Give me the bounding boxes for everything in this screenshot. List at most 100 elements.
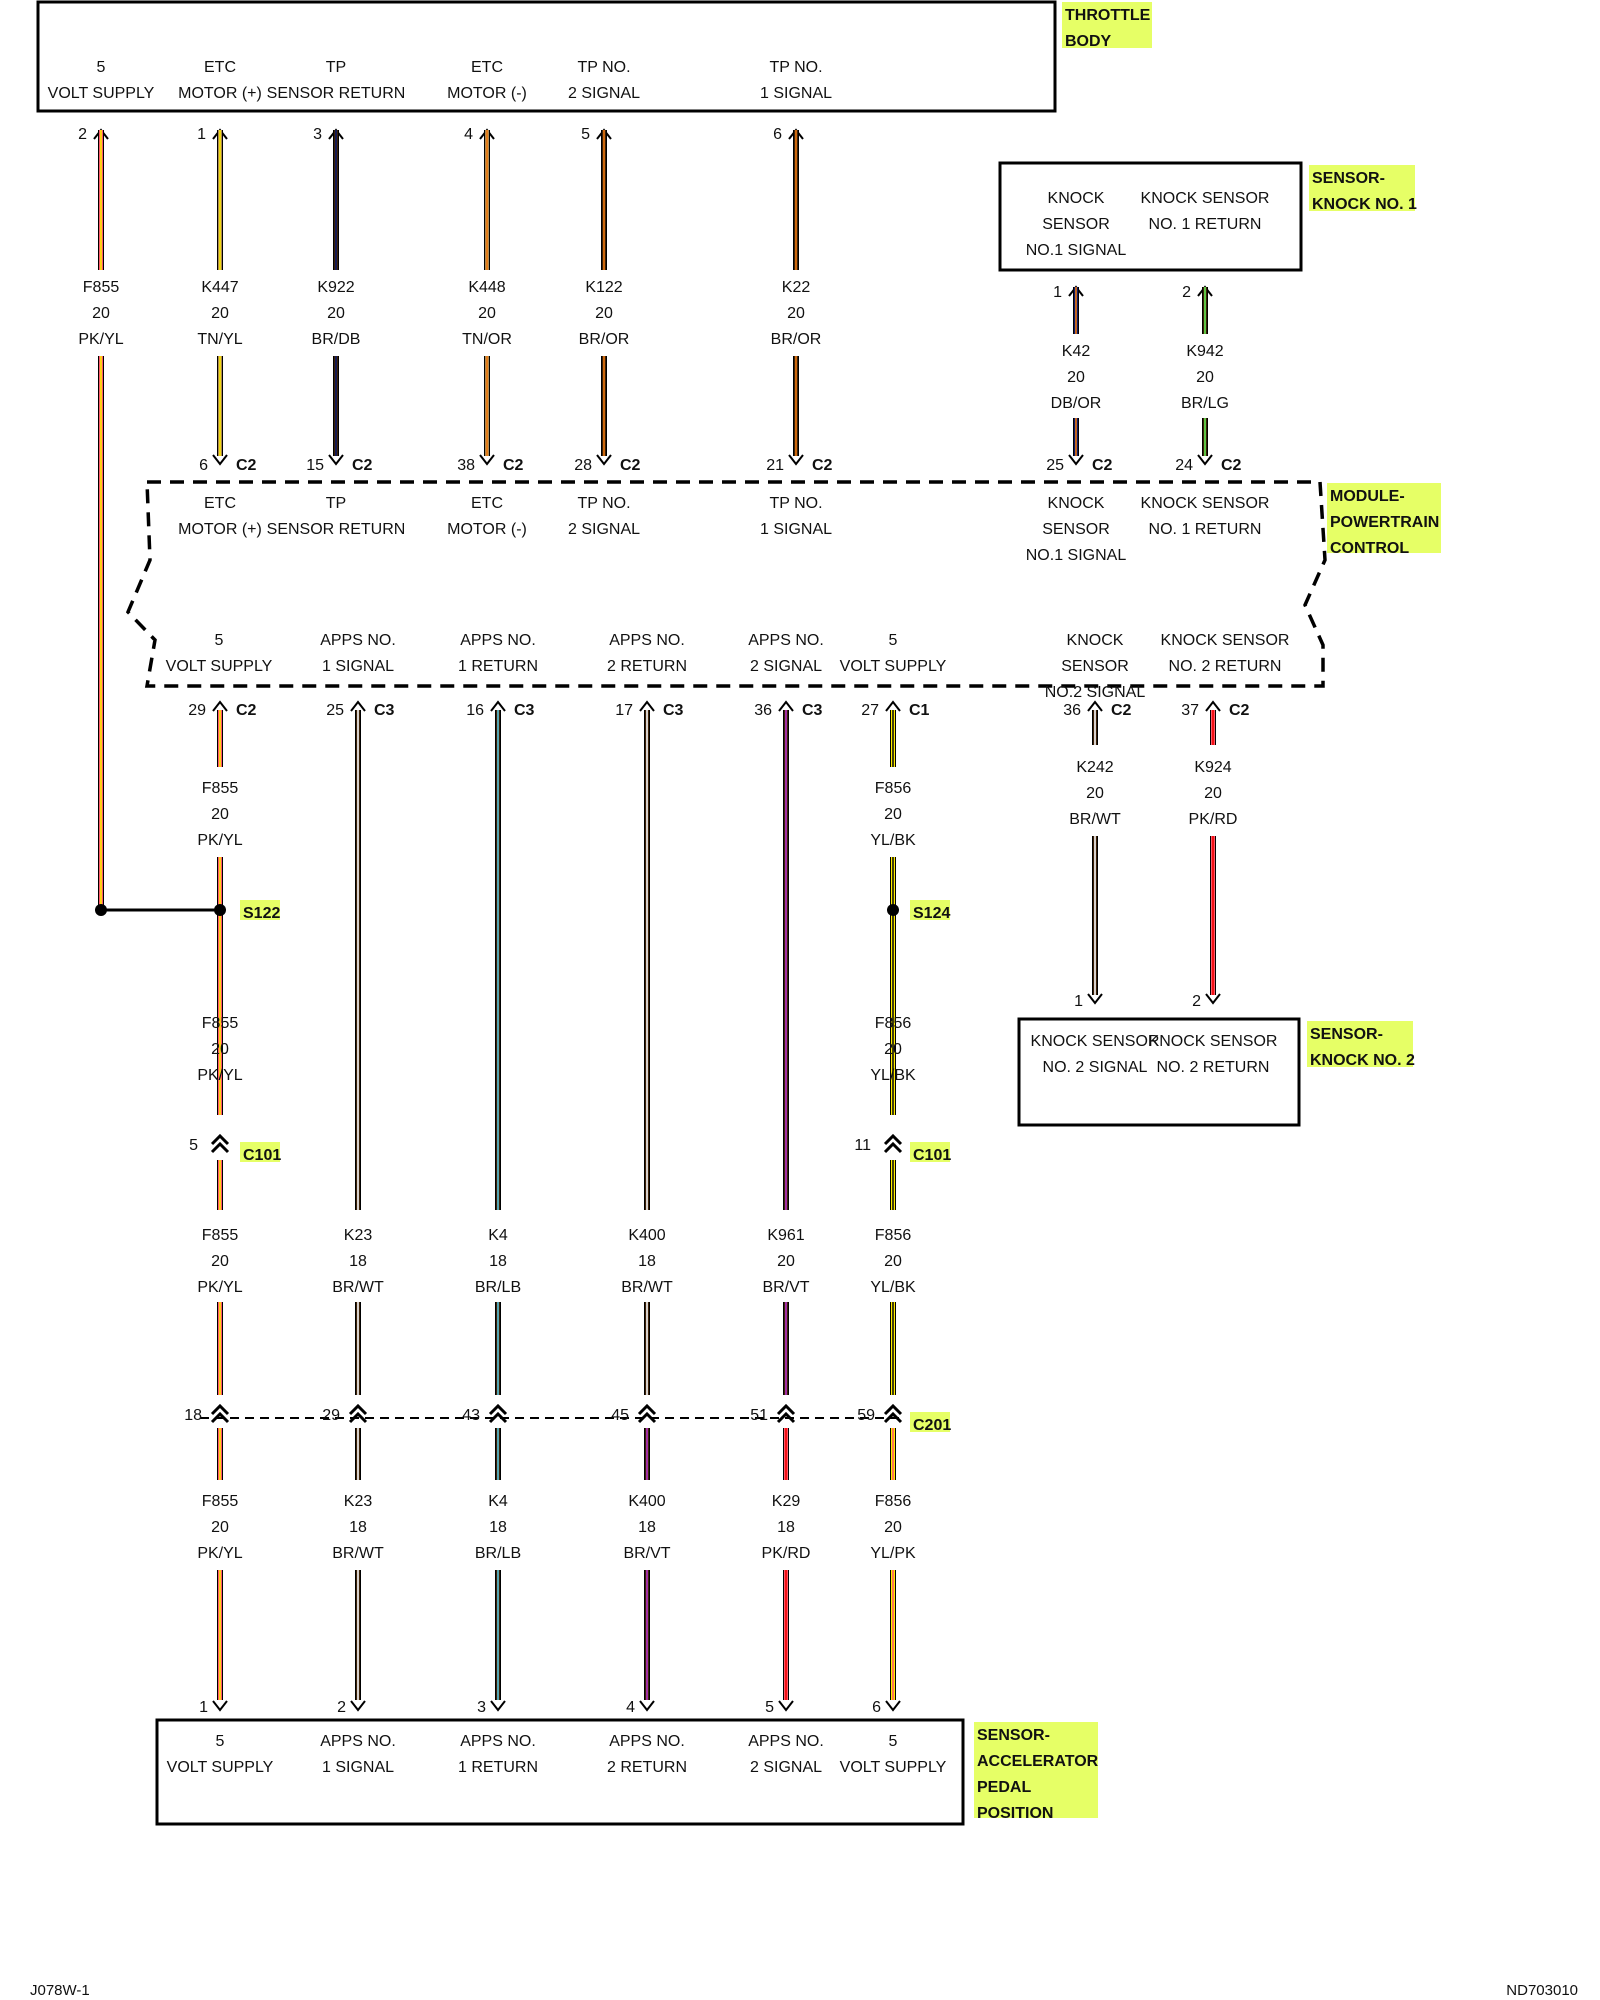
connector-chevron	[883, 1133, 903, 1146]
wire-label: PK/YL	[197, 1067, 242, 1084]
terminal-symbol	[639, 1700, 655, 1712]
wire-label: BR/VT	[623, 1545, 670, 1562]
connector-label: C3	[514, 702, 535, 719]
wire-label: K447	[201, 279, 238, 296]
wire-label: 20	[884, 1519, 902, 1536]
connector-label: C3	[374, 702, 395, 719]
pin-number: 36	[754, 702, 772, 719]
throttle-body-name: BODY	[1065, 33, 1112, 50]
throttle-body-name-highlight	[1062, 2, 1152, 48]
wire-label: 20	[92, 305, 110, 322]
wire-label: BR/WT	[621, 1279, 673, 1296]
apps-sensor-name: POSITION	[977, 1805, 1053, 1822]
throttle-body-pin-label: MOTOR (-)	[447, 85, 527, 102]
apps-sensor-pin-label: APPS NO.	[748, 1733, 824, 1750]
c101-label: C101	[243, 1147, 281, 1164]
connector-label: C2	[1221, 457, 1242, 474]
pcm-pin-label: 1 RETURN	[458, 658, 538, 675]
wire-label: 20	[211, 1519, 229, 1536]
terminal-symbol	[1087, 700, 1103, 712]
pcm-pin-label: MOTOR (+)	[178, 521, 262, 538]
pin-number: 5	[765, 1699, 774, 1716]
wire-label: K924	[1194, 759, 1231, 776]
wire-label: K400	[628, 1227, 665, 1244]
terminal-symbol	[1205, 993, 1221, 1005]
apps-sensor-name: PEDAL	[977, 1779, 1031, 1796]
throttle-body-pin-label: TP NO.	[577, 59, 630, 76]
wire-label: 20	[211, 1253, 229, 1270]
apps-sensor-pin-label: 2 SIGNAL	[750, 1759, 822, 1776]
pin-number: 1	[199, 1699, 208, 1716]
wire-label: BR/LB	[475, 1279, 521, 1296]
pcm-pin-label: TP	[326, 495, 346, 512]
terminal-symbol	[1197, 454, 1213, 466]
connector-chevron	[488, 1411, 508, 1424]
pcm-pin-label: ETC	[471, 495, 503, 512]
apps-sensor-box	[155, 1718, 965, 1826]
wire-label: 18	[777, 1519, 795, 1536]
wire-label: F856	[875, 1015, 912, 1032]
wire-label: BR/OR	[579, 331, 630, 348]
wire-label: K22	[782, 279, 811, 296]
knock-sensor-2-name-highlight	[1307, 1021, 1413, 1067]
connector-chevron	[210, 1133, 230, 1146]
wire-label: K42	[1062, 343, 1091, 360]
apps-sensor-pin-label: VOLT SUPPLY	[167, 1759, 274, 1776]
wire-label: K922	[317, 279, 354, 296]
wire-label: 20	[1086, 785, 1104, 802]
knock-sensor-1-pin-label: SENSOR	[1042, 216, 1110, 233]
pcm-pin-label: KNOCK SENSOR	[1161, 632, 1290, 649]
connector-label: C2	[1111, 702, 1132, 719]
pcm-pin-label: 2 SIGNAL	[568, 521, 640, 538]
wire-label: K942	[1186, 343, 1223, 360]
pin-number: 45	[611, 1407, 629, 1424]
pcm-pin-label: NO.2 SIGNAL	[1045, 684, 1146, 701]
pin-number: 28	[574, 457, 592, 474]
pin-number: 2	[1182, 284, 1191, 301]
apps-sensor-pin-label: APPS NO.	[320, 1733, 396, 1750]
splice-dot	[887, 904, 899, 916]
terminal-symbol	[885, 700, 901, 712]
wire-label: 20	[211, 1041, 229, 1058]
pcm-pin-label: NO. 1 RETURN	[1149, 521, 1262, 538]
wire-label: 20	[884, 1253, 902, 1270]
terminal-symbol	[490, 700, 506, 712]
pcm-pin-label: SENSOR	[1061, 658, 1129, 675]
apps-sensor-pin-label: APPS NO.	[460, 1733, 536, 1750]
connector-label: C2	[236, 457, 257, 474]
wire-label: YL/PK	[870, 1545, 916, 1562]
pcm-name: CONTROL	[1330, 540, 1409, 557]
terminal-symbol	[350, 1700, 366, 1712]
apps-sensor-name: SENSOR-	[977, 1727, 1050, 1744]
connector-label: C3	[663, 702, 684, 719]
pcm-pin-label: SENSOR	[1042, 521, 1110, 538]
pcm-pin-label: APPS NO.	[460, 632, 536, 649]
wire-label: PK/YL	[197, 832, 242, 849]
wire-label: PK/YL	[197, 1279, 242, 1296]
pin-number: 3	[313, 126, 322, 143]
apps-sensor-name: ACCELERATOR	[977, 1753, 1099, 1770]
knock-sensor-1-name: SENSOR-	[1312, 170, 1385, 187]
wire-label: 20	[787, 305, 805, 322]
wire-label: K242	[1076, 759, 1113, 776]
throttle-body-pin-label: SENSOR RETURN	[267, 85, 406, 102]
knock-sensor-1-box	[998, 161, 1303, 272]
wire-label: 20	[211, 806, 229, 823]
pin-number: 2	[1192, 993, 1201, 1010]
knock-sensor-2-pin-label: KNOCK SENSOR	[1149, 1033, 1278, 1050]
wire-label: F855	[83, 279, 120, 296]
wire-label: K29	[772, 1493, 801, 1510]
throttle-body-pin-label: MOTOR (+)	[178, 85, 262, 102]
pcm-name: MODULE-	[1330, 488, 1405, 505]
wire-label: TN/OR	[462, 331, 512, 348]
pcm-pin-label: APPS NO.	[748, 632, 824, 649]
pcm-pin-label: MOTOR (-)	[447, 521, 527, 538]
wire-label: PK/YL	[78, 331, 123, 348]
wire-label: TN/YL	[197, 331, 242, 348]
splice-dot	[95, 904, 107, 916]
wire-label: 20	[777, 1253, 795, 1270]
apps-sensor-pin-label: 1 SIGNAL	[322, 1759, 394, 1776]
pcm-name-highlight	[1327, 483, 1441, 553]
knock-sensor-2-pin-label: NO. 2 RETURN	[1157, 1059, 1270, 1076]
